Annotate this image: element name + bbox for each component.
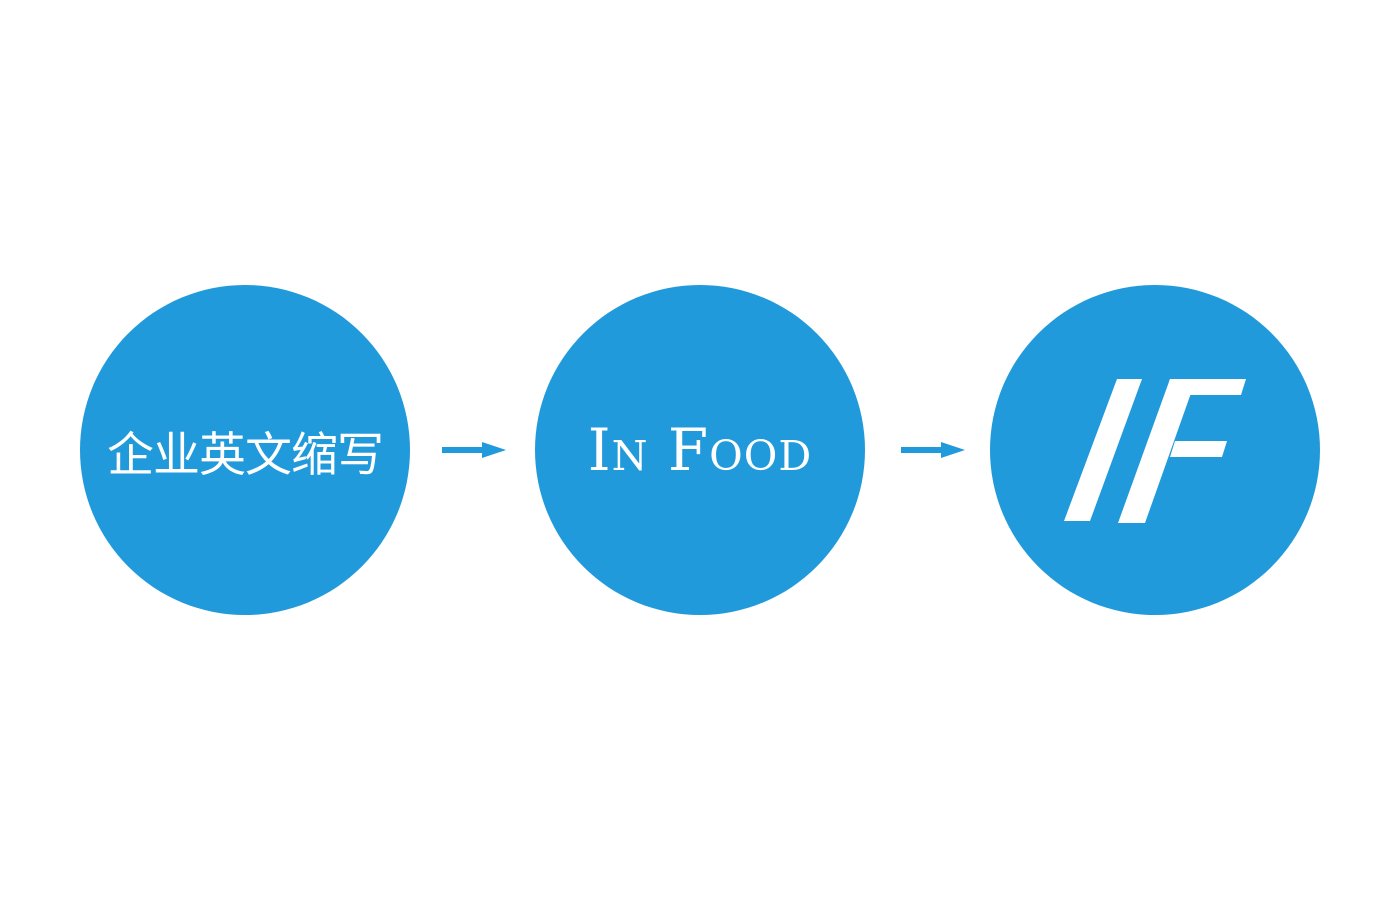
step-circle-english-name: In Food bbox=[535, 285, 865, 615]
step-label-english-name: In Food bbox=[587, 416, 813, 484]
right-arrow-icon bbox=[442, 442, 506, 458]
step-circle-abbreviation: 企业英文缩写 bbox=[80, 285, 410, 615]
step-label-abbreviation: 企业英文缩写 bbox=[107, 427, 384, 483]
if-logo-icon bbox=[1064, 379, 1246, 523]
right-arrow-icon bbox=[901, 442, 965, 458]
step-circle-logo bbox=[990, 285, 1320, 615]
